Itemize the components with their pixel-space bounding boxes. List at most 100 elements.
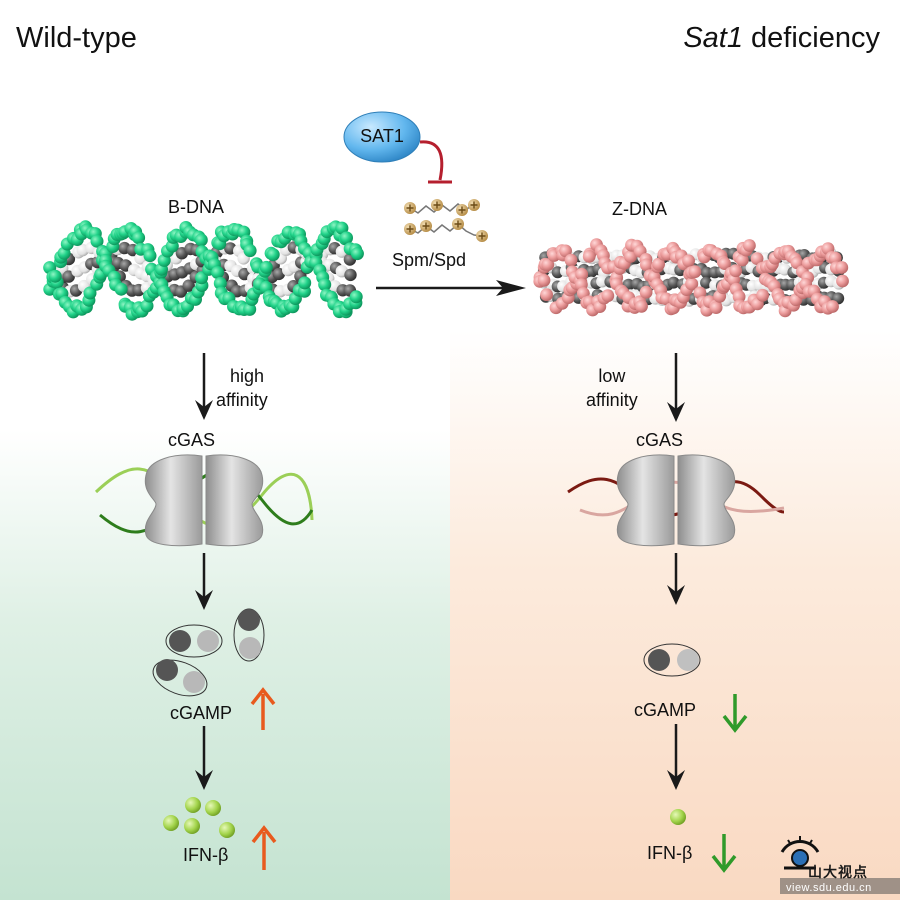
backbone-atom — [540, 288, 553, 302]
backbone-atom — [828, 251, 842, 265]
b-dna-label: B-DNA — [168, 197, 225, 217]
backbone-atom — [735, 253, 749, 267]
inhibition-line — [419, 140, 444, 181]
base-pair-atom — [62, 270, 75, 283]
backbone-atom — [688, 265, 702, 279]
backbone-atom — [259, 260, 273, 274]
backbone-atom — [826, 300, 839, 313]
pathway-arrow-head — [195, 590, 213, 610]
base-pair-atom — [700, 276, 713, 289]
high-affinity-label: high affinity — [216, 364, 268, 412]
backbone-atom — [750, 252, 764, 265]
pathway-arrows — [195, 353, 685, 790]
cgas-label-right: cGAS — [636, 430, 684, 450]
ifn-beta-label-left: IFN-β — [183, 845, 229, 865]
z-dna-helix — [533, 238, 849, 318]
ifn-beta-ball — [163, 815, 179, 831]
backbone-atom — [624, 250, 637, 263]
cgas-left-group — [94, 454, 314, 547]
backbone-atom — [756, 288, 769, 302]
backbone-atom — [83, 286, 97, 300]
sat1-deficiency-title: Sat1 deficiency — [683, 22, 880, 55]
base-pair-atom — [272, 267, 286, 281]
cgas-protein-right — [616, 454, 736, 547]
backbone-atom — [743, 239, 756, 252]
ifn-beta-ball — [205, 800, 221, 816]
base-pair-atom — [344, 268, 357, 282]
ifn-down-arrow — [711, 834, 737, 873]
backbone-atom — [640, 258, 653, 272]
backbone-atom — [835, 261, 849, 274]
cgamp-up-arrow — [250, 687, 276, 730]
plus-sign — [458, 206, 466, 214]
pathway-arrow-head — [195, 400, 213, 420]
low-affinity-label: low affinity — [586, 364, 638, 412]
backbone-atom — [48, 269, 62, 283]
backbone-atom — [582, 250, 596, 263]
ifn-beta-ball — [184, 818, 200, 834]
deficiency-word: deficiency — [742, 22, 880, 54]
plus-sign — [470, 201, 478, 209]
backbone-atom — [685, 277, 699, 291]
cgamp-molecule-right — [643, 643, 701, 677]
conversion-arrow-head — [496, 280, 526, 296]
z-dna-label: Z-DNA — [612, 199, 667, 219]
cgas-protein-left — [144, 454, 264, 547]
cgamp-down-arrow — [722, 694, 748, 733]
backbone-atom — [709, 301, 723, 314]
sat1-label: SAT1 — [360, 126, 404, 146]
backbone-atom — [564, 253, 578, 267]
backbone-atom — [318, 278, 332, 292]
backbone-atom — [243, 244, 257, 258]
backbone-atom — [635, 299, 648, 313]
wild-type-title: Wild-type — [16, 22, 137, 54]
backbone-atom — [836, 274, 849, 288]
affinity-word-left: affinity — [216, 390, 268, 410]
plus-sign — [478, 232, 486, 240]
backbone-atom — [639, 285, 653, 299]
plus-sign — [422, 222, 430, 230]
cgamp-molecules-left — [152, 608, 265, 697]
plus-sign — [406, 225, 414, 233]
backbone-atom — [718, 257, 731, 270]
pathway-arrow-head — [667, 402, 685, 422]
backbone-atom — [211, 266, 225, 279]
logo-url: view.sdu.edu.cn — [786, 882, 872, 894]
backbone-atom — [601, 289, 615, 303]
high-word: high — [230, 366, 265, 386]
cgamp-label-right: cGAMP — [634, 700, 697, 720]
pathway-arrow-head — [667, 585, 685, 605]
spm-spd-label: Spm/Spd — [392, 250, 467, 270]
low-word: low — [598, 366, 626, 386]
pathway-arrow-head — [667, 770, 685, 790]
cgas-right-group — [567, 454, 785, 547]
cgamp-label-left: cGAMP — [170, 703, 233, 723]
sdu-logo-icon — [780, 836, 900, 894]
backbone-atom — [729, 264, 743, 278]
backbone-atom — [335, 221, 349, 235]
backbone-atom — [90, 234, 104, 248]
ifn-up-arrow — [251, 825, 277, 870]
backbone-atom — [132, 231, 146, 245]
backbone-atom — [682, 254, 695, 268]
logo-text: 山大视点 — [808, 864, 868, 880]
backbone-atom — [340, 231, 353, 245]
plus-sign — [406, 204, 414, 212]
backbone-atom — [194, 233, 208, 247]
backbone-atom — [140, 299, 154, 313]
affinity-word-right: affinity — [586, 390, 638, 410]
pathway-arrow-head — [195, 770, 213, 790]
backbone-atom — [652, 257, 665, 271]
ifn-beta-ball — [185, 797, 201, 813]
backbone-atom — [143, 249, 157, 263]
backbone-atom — [349, 290, 363, 304]
backbone-atom — [575, 267, 589, 281]
backbone-atom — [298, 276, 312, 290]
ifn-beta-molecule-right — [670, 809, 686, 825]
cgas-label-left: cGAS — [168, 430, 216, 450]
backbone-atom — [559, 244, 572, 258]
base-pair-atom — [667, 276, 680, 289]
backbone-atom — [541, 258, 555, 271]
